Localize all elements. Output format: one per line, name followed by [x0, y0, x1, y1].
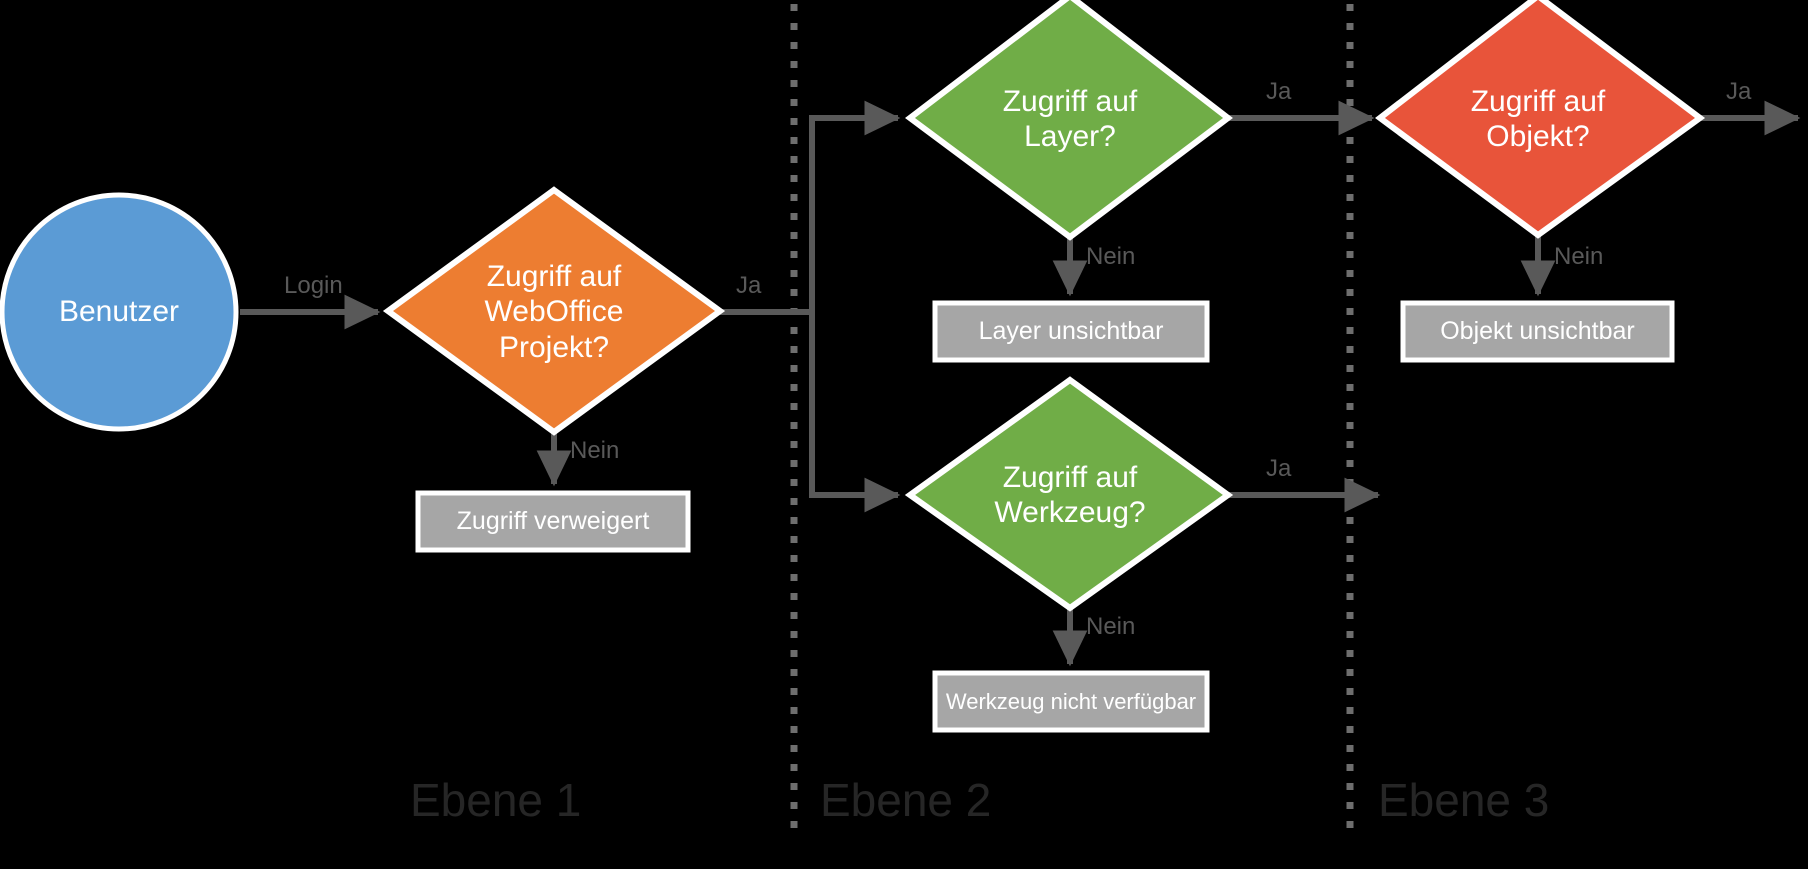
node-objekt-unsichtbar[interactable] [1400, 300, 1675, 363]
node-werkzeug-nicht-verfuegbar[interactable] [932, 670, 1210, 733]
node-layer[interactable] [905, 0, 1233, 241]
node-objekt[interactable] [1375, 0, 1706, 239]
node-benutzer[interactable] [0, 192, 239, 432]
connector-weboffice-ja-to-werkzeug [809, 312, 901, 513]
node-weboffice-projekt[interactable] [382, 186, 726, 436]
node-werkzeug[interactable] [904, 376, 1234, 612]
node-zugriff-verweigert[interactable] [415, 490, 691, 553]
node-layer-unsichtbar[interactable] [932, 300, 1210, 363]
connector-weboffice-ja-to-layer [809, 100, 901, 312]
